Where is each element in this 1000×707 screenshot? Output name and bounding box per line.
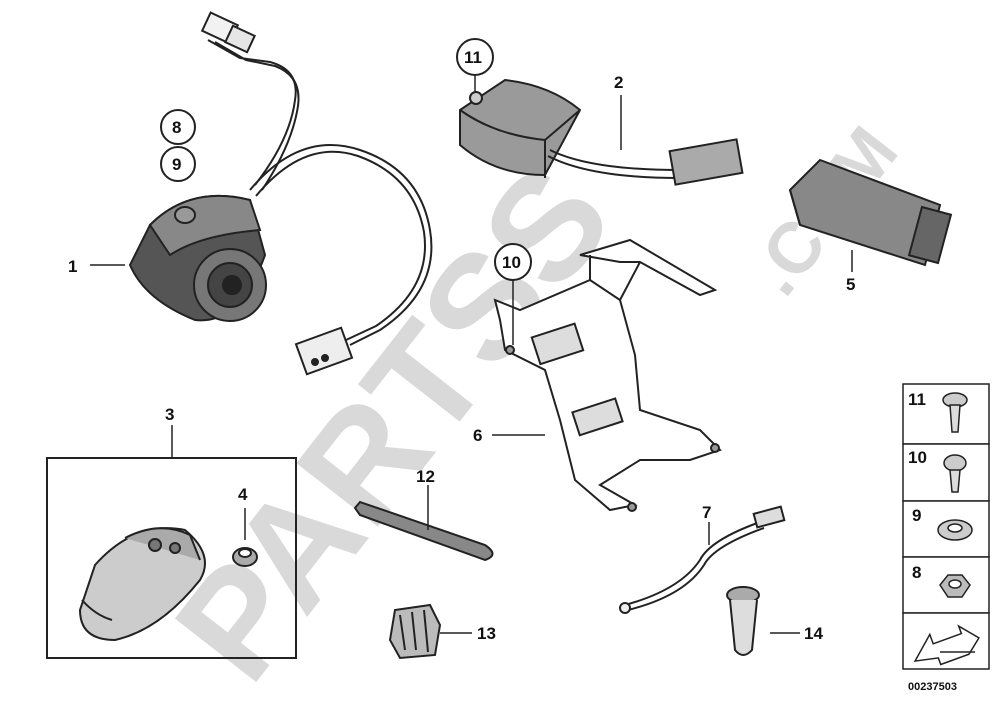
callout-13: 13 (477, 624, 496, 643)
callout-10: 10 (502, 253, 521, 272)
bracket (493, 238, 722, 512)
callout-8: 8 (172, 118, 181, 137)
leader-lines (90, 75, 853, 634)
grommet (726, 586, 760, 656)
callout-3: 3 (165, 405, 174, 424)
callout-7: 7 (702, 503, 711, 522)
callout-10-circle (494, 243, 532, 281)
remote-kit (46, 457, 297, 659)
legend-11: 11 (908, 390, 926, 409)
callout-1: 1 (68, 257, 77, 276)
clip (388, 603, 442, 660)
diagram-id: 00237503 (908, 681, 957, 693)
hardware-legend: 11 10 9 8 (902, 383, 990, 670)
legend-8: 8 (912, 563, 921, 582)
callout-8-circle (160, 109, 196, 145)
callout-5: 5 (846, 275, 855, 294)
legend-10: 10 (908, 448, 927, 467)
callout-9-circle (160, 146, 196, 182)
alarm-module (459, 78, 744, 186)
callout-11-circle (456, 38, 494, 76)
callout-2: 2 (614, 73, 623, 92)
legend-9: 9 (912, 506, 921, 525)
callouts: 1 2 3 4 5 6 7 12 13 14 8 9 10 11 (68, 38, 855, 643)
cable-tie (353, 500, 494, 562)
callout-12: 12 (416, 467, 435, 486)
callout-6: 6 (473, 426, 482, 445)
callout-11: 11 (464, 48, 482, 67)
wire-lead (619, 505, 786, 614)
callout-9: 9 (172, 155, 181, 174)
control-unit (788, 158, 953, 267)
callout-4: 4 (238, 485, 248, 504)
callout-14: 14 (804, 624, 823, 643)
siren-with-harness (128, 11, 433, 376)
